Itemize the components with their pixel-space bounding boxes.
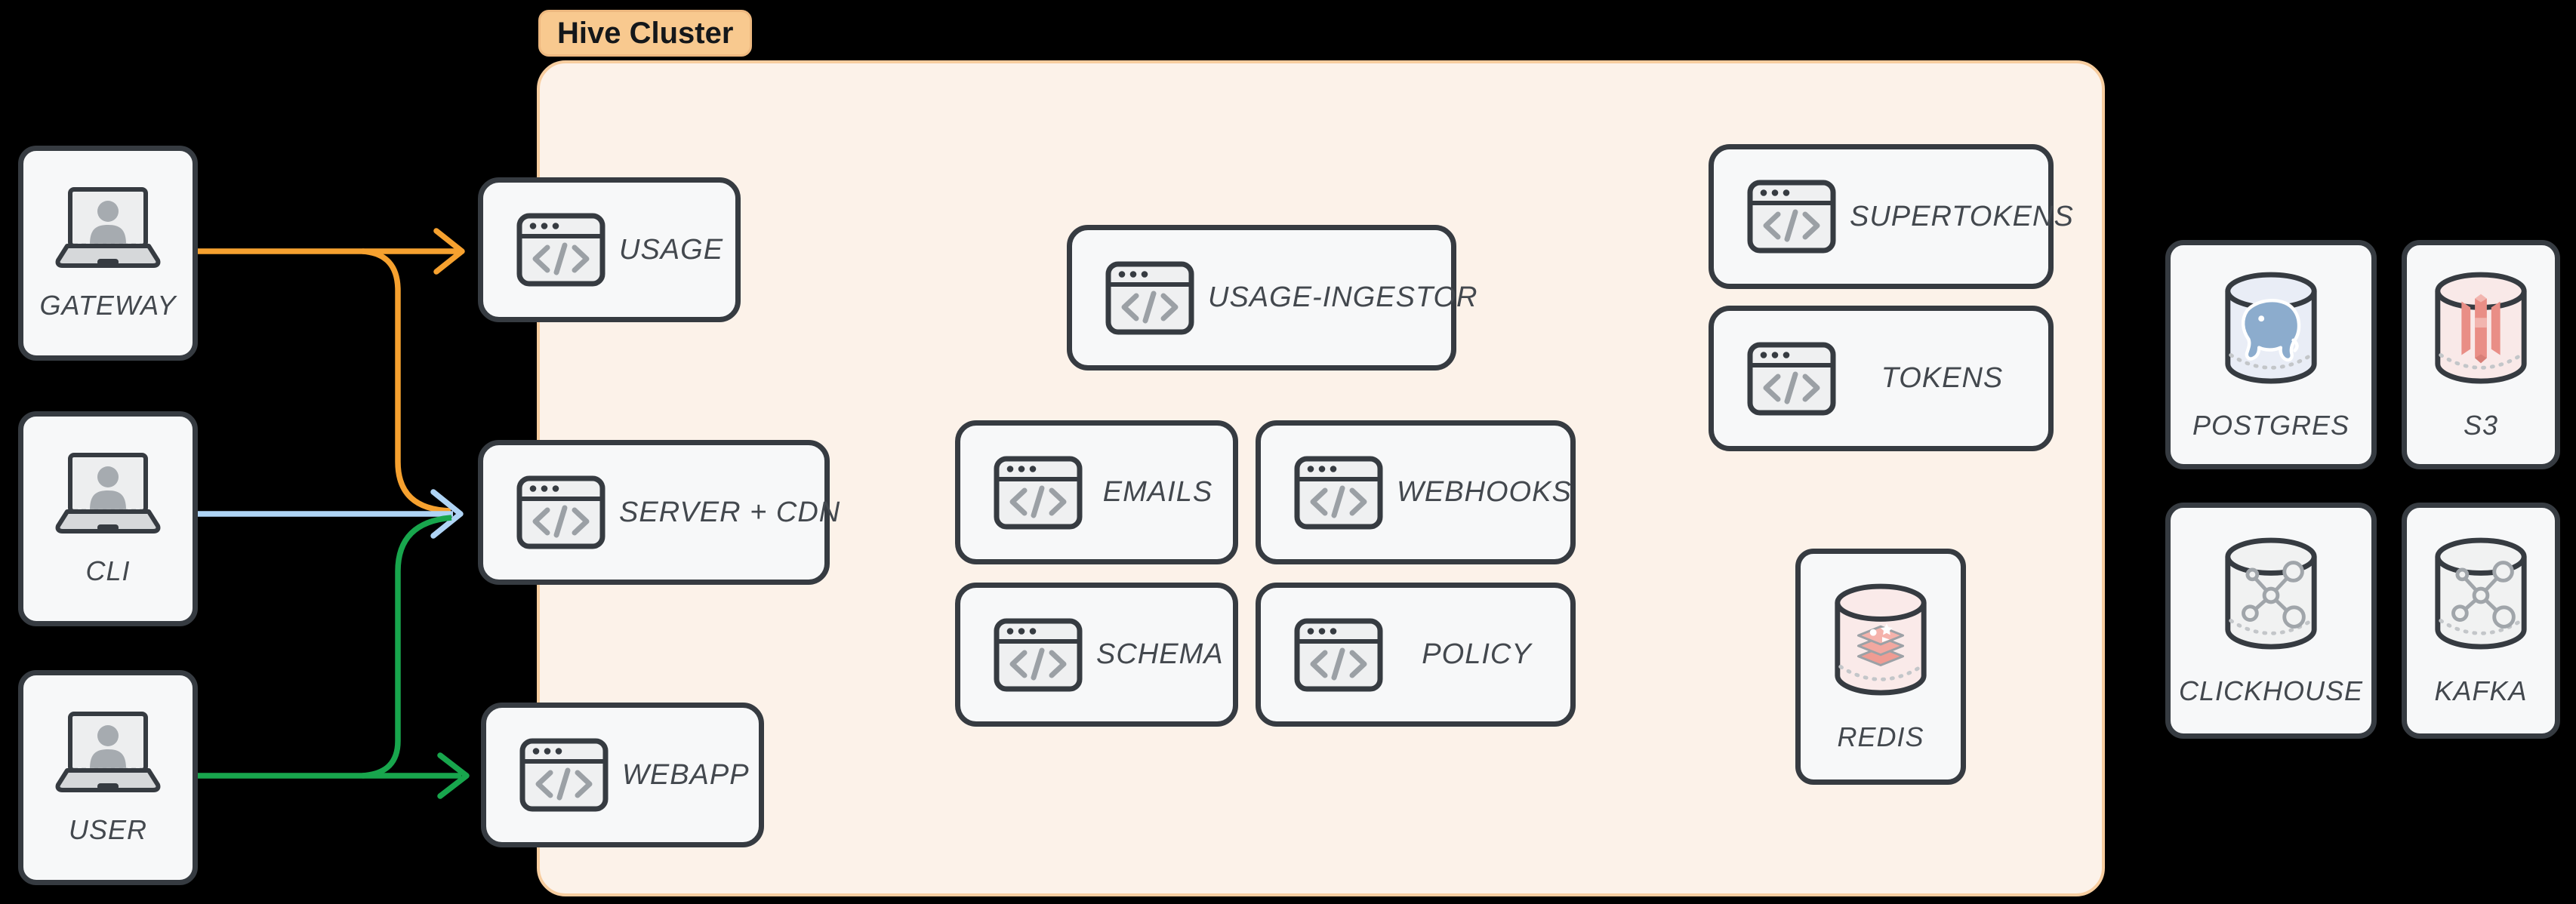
redis-db-icon xyxy=(1829,580,1933,703)
postgres-db-icon xyxy=(2219,269,2323,392)
node-redis: REDIS xyxy=(1795,549,1966,785)
node-supertokens: SUPERTOKENS xyxy=(1709,144,2073,289)
node-schema-label: SCHEMA xyxy=(1096,638,1224,670)
code-window-icon xyxy=(519,738,609,812)
node-supertokens-label: SUPERTOKENS xyxy=(1850,200,2074,232)
node-kafka-label: KAFKA xyxy=(2434,675,2528,706)
code-window-icon xyxy=(1294,456,1383,530)
kafka-db-icon xyxy=(2429,534,2533,657)
edge-user-servercdn xyxy=(362,515,452,779)
node-cli-label: CLI xyxy=(85,555,131,586)
node-policy-label: POLICY xyxy=(1422,638,1532,670)
node-clickhouse-label: CLICKHOUSE xyxy=(2178,675,2364,706)
node-usage-ingestor-label: USAGE-INGESTOR xyxy=(1208,281,1478,313)
node-s3-label: S3 xyxy=(2463,409,2499,441)
node-tokens-label: TOKENS xyxy=(1881,362,2004,394)
laptop-user-icon xyxy=(48,186,168,270)
node-server-cdn: SERVER + CDN xyxy=(478,440,840,585)
s3-db-icon xyxy=(2429,269,2533,392)
code-window-icon xyxy=(1747,180,1836,254)
node-emails: EMAILS xyxy=(955,420,1238,564)
node-redis-label: REDIS xyxy=(1837,721,1924,752)
code-window-icon xyxy=(1105,261,1194,335)
edge-user-green xyxy=(198,515,470,799)
node-cli: CLI xyxy=(18,411,198,626)
node-webapp-label: WEBAPP xyxy=(622,758,750,791)
laptop-user-icon xyxy=(48,710,168,795)
node-usage-ingestor: USAGE-INGESTOR xyxy=(1067,225,1477,371)
node-gateway-label: GATEWAY xyxy=(39,289,177,321)
code-window-icon xyxy=(516,213,605,287)
code-window-icon xyxy=(516,475,605,549)
node-s3: S3 xyxy=(2402,240,2560,469)
node-gateway: GATEWAY xyxy=(18,146,198,361)
clickhouse-db-icon xyxy=(2219,534,2323,657)
code-window-icon xyxy=(994,456,1083,530)
node-user-label: USER xyxy=(68,813,148,845)
node-usage: USAGE xyxy=(478,177,741,322)
node-server-cdn-label: SERVER + CDN xyxy=(619,496,841,528)
node-postgres: POSTGRES xyxy=(2165,240,2377,469)
edge-gateway-servercdn xyxy=(362,248,451,514)
node-tokens: TOKENS xyxy=(1709,306,2054,451)
laptop-user-icon xyxy=(48,451,168,536)
edge-cli-servercdn xyxy=(198,489,464,539)
node-schema: SCHEMA xyxy=(955,583,1238,727)
code-window-icon xyxy=(1747,342,1836,416)
node-webapp: WEBAPP xyxy=(481,703,764,847)
node-postgres-label: POSTGRES xyxy=(2192,409,2350,441)
node-user: USER xyxy=(18,670,198,885)
node-usage-label: USAGE xyxy=(619,233,724,266)
node-emails-label: EMAILS xyxy=(1102,476,1213,508)
node-webhooks-label: WEBHOOKS xyxy=(1397,476,1572,508)
node-policy: POLICY xyxy=(1256,583,1576,727)
node-clickhouse: CLICKHOUSE xyxy=(2165,503,2377,739)
hive-cluster-label: Hive Cluster xyxy=(538,10,753,57)
edge-gateway-orange xyxy=(198,228,465,514)
node-kafka: KAFKA xyxy=(2402,503,2560,739)
code-window-icon xyxy=(1294,618,1383,692)
code-window-icon xyxy=(994,618,1083,692)
node-webhooks: WEBHOOKS xyxy=(1256,420,1576,564)
